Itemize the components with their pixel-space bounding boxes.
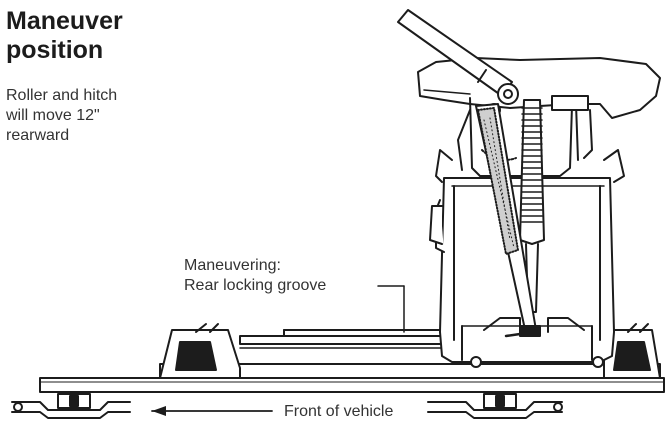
front-of-vehicle-label: Front of vehicle xyxy=(284,403,394,420)
locking-groove-pin xyxy=(504,325,541,338)
arrowhead-left-icon xyxy=(152,406,166,416)
right-mount-bracket xyxy=(427,393,563,419)
right-base-foot xyxy=(603,323,661,379)
spring-column xyxy=(519,99,545,313)
diagram-description: Roller and hitch will move 12" rearward xyxy=(6,86,117,146)
left-mount-bracket xyxy=(11,393,131,419)
maneuvering-callout-line-1: Maneuvering: xyxy=(184,257,281,274)
front-arrow xyxy=(151,406,273,416)
description-line-1: Roller and hitch xyxy=(6,87,118,104)
description-line-3: rearward xyxy=(6,127,70,144)
diagram-title: Maneuver position xyxy=(6,7,123,65)
release-handle xyxy=(397,9,519,105)
base-rail xyxy=(39,363,665,393)
left-base-foot xyxy=(159,323,241,379)
maneuvering-callout: Maneuvering: Rear locking groove xyxy=(184,256,326,296)
side-handle xyxy=(429,205,443,245)
maneuvering-callout-line-2: Rear locking groove xyxy=(184,277,327,294)
title-line-1: Maneuver xyxy=(6,7,123,35)
description-line-2: will move 12" xyxy=(6,107,100,124)
title-line-2: position xyxy=(6,36,104,64)
